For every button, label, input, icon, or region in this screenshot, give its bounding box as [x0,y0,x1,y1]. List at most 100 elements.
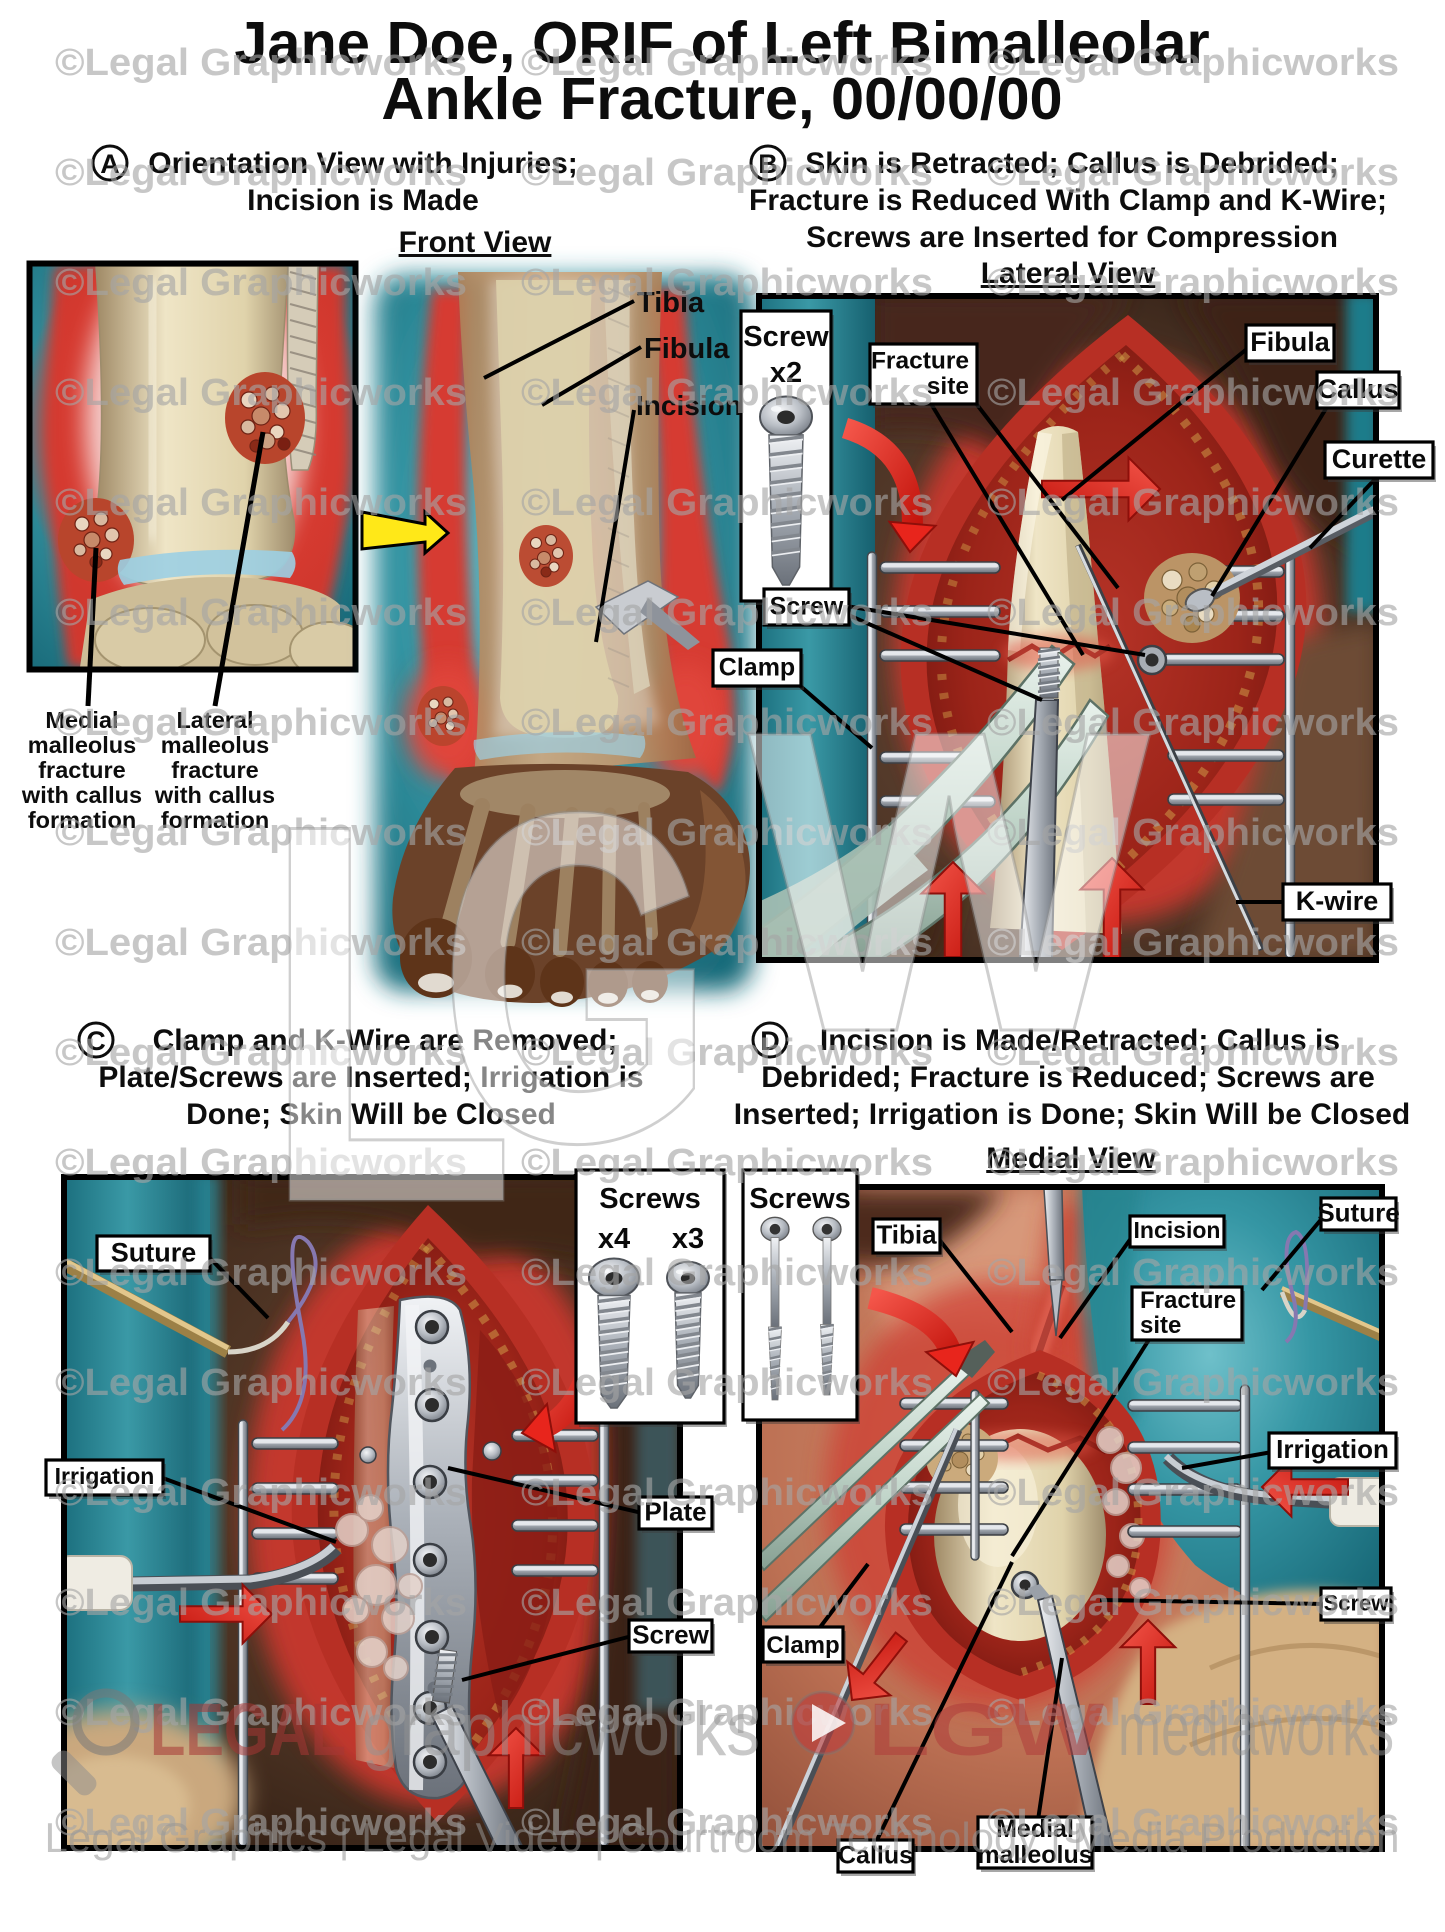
svg-text:©Legal Graphicworks: ©Legal Graphicworks [55,592,467,634]
svg-text:Screws are Inserted for Compre: Screws are Inserted for Compression [806,221,1338,254]
svg-text:©Legal Graphicworks: ©Legal Graphicworks [55,1142,467,1184]
svg-text:©Legal Graphicworks: ©Legal Graphicworks [55,262,467,304]
svg-text:©Legal Graphicworks: ©Legal Graphicworks [987,372,1399,414]
svg-text:©Legal Graphicworks: ©Legal Graphicworks [55,1802,467,1844]
svg-text:©Legal Graphicworks: ©Legal Graphicworks [987,1032,1399,1074]
svg-text:malleolus: malleolus [161,732,269,758]
svg-text:Inserted; Irrigation is Done;: Inserted; Irrigation is Done; Skin Will … [734,1098,1411,1131]
svg-text:©Legal Graphicworks: ©Legal Graphicworks [987,1252,1399,1294]
svg-text:Orientation View with Injuries: Orientation View with Injuries; [148,147,578,180]
svg-text:LGW: LGW [868,1688,1104,1771]
svg-text:©Legal Graphicworks: ©Legal Graphicworks [521,592,933,634]
svg-text:LEGAL: LEGAL [150,1688,346,1771]
svg-text:Screw: Screw [1324,1590,1390,1615]
svg-text:Medial: Medial [45,707,118,733]
svg-text:©Legal Graphicworks: ©Legal Graphicworks [987,812,1399,854]
svg-text:Plate/Screws are Inserted; Irr: Plate/Screws are Inserted; Irrigation is [98,1061,643,1094]
svg-text:Suture: Suture [1317,1198,1399,1228]
svg-text:W: W [748,642,1154,1122]
svg-text:L: L [262,712,516,1315]
svg-text:Incision: Incision [636,390,742,421]
svg-text:Front View: Front View [399,226,552,259]
svg-text:Tibia: Tibia [876,1220,937,1250]
svg-text:©Legal Graphicworks: ©Legal Graphicworks [521,1692,933,1734]
svg-text:Lateral: Lateral [176,707,253,733]
svg-text:©Legal Graphicworks: ©Legal Graphicworks [55,812,467,854]
svg-text:Incision: Incision [1134,1217,1221,1243]
svg-text:Incision is Made: Incision is Made [247,184,479,217]
svg-text:©Legal Graphicworks: ©Legal Graphicworks [987,482,1399,524]
svg-text:with callus: with callus [154,782,275,808]
svg-text:Screw: Screw [743,321,829,353]
svg-text:©Legal Graphicworks: ©Legal Graphicworks [987,1472,1399,1514]
svg-text:Lateral View: Lateral View [981,257,1156,290]
svg-text:D: D [760,1026,780,1056]
svg-text:Fracture: Fracture [1140,1287,1236,1314]
svg-text:site: site [1140,1312,1181,1339]
svg-text:©Legal Graphicworks: ©Legal Graphicworks [521,1362,933,1404]
svg-text:Fibula: Fibula [644,333,730,365]
svg-text:©Legal Graphicworks: ©Legal Graphicworks [55,372,467,414]
svg-text:site: site [927,373,969,400]
svg-text:©Legal Graphicworks: ©Legal Graphicworks [987,922,1399,964]
svg-text:Medial View: Medial View [986,1142,1156,1175]
svg-text:©Legal Graphicworks: ©Legal Graphicworks [55,1362,467,1404]
svg-text:©Legal Graphicworks: ©Legal Graphicworks [987,42,1399,84]
svg-text:©Legal Graphicworks: ©Legal Graphicworks [521,812,933,854]
svg-text:©Legal Graphicworks: ©Legal Graphicworks [521,482,933,524]
svg-text:©Legal Graphicworks: ©Legal Graphicworks [521,1252,933,1294]
svg-text:Legal Graphics | Legal Video |: Legal Graphics | Legal Video | Courtroom… [45,1814,1400,1861]
svg-text:©Legal Graphicworks: ©Legal Graphicworks [521,702,933,744]
svg-text:Clamp: Clamp [766,1632,839,1659]
svg-text:©Legal Graphicworks: ©Legal Graphicworks [55,482,467,524]
svg-text:©Legal Graphicworks: ©Legal Graphicworks [521,1472,933,1514]
svg-text:©Legal Graphicworks: ©Legal Graphicworks [55,922,467,964]
svg-text:Irrigation: Irrigation [1276,1434,1389,1464]
svg-text:©Legal Graphicworks: ©Legal Graphicworks [987,1692,1399,1734]
svg-text:©Legal Graphicworks: ©Legal Graphicworks [521,372,933,414]
svg-text:Medial: Medial [996,1815,1074,1843]
svg-text:©Legal Graphicworks: ©Legal Graphicworks [521,1032,933,1074]
svg-text:©Legal Graphicworks: ©Legal Graphicworks [987,262,1399,304]
svg-text:Callus: Callus [838,1841,913,1869]
svg-text:©Legal Graphicworks: ©Legal Graphicworks [987,1582,1399,1624]
svg-text:Suture: Suture [111,1237,197,1267]
svg-text:malleolus: malleolus [977,1841,1092,1869]
svg-text:x4: x4 [598,1223,630,1255]
svg-text:x2: x2 [770,357,802,389]
svg-text:B: B [758,149,778,179]
svg-text:Callus: Callus [1317,374,1398,404]
svg-text:with callus: with callus [21,782,142,808]
svg-text:©Legal Graphicworks: ©Legal Graphicworks [987,702,1399,744]
svg-text:Fibula: Fibula [1250,327,1330,357]
svg-text:K-wire: K-wire [1296,886,1379,916]
svg-text:mediaworks: mediaworks [1118,1687,1394,1772]
svg-text:Irrigation: Irrigation [55,1463,155,1489]
svg-text:©Legal Graphicworks: ©Legal Graphicworks [521,922,933,964]
svg-text:Done; Skin Will be Closed: Done; Skin Will be Closed [186,1098,556,1131]
svg-text:©Legal Graphicworks: ©Legal Graphicworks [987,152,1399,194]
svg-text:©Legal Graphicworks: ©Legal Graphicworks [521,1582,933,1624]
svg-text:Fracture is Reduced With Clamp: Fracture is Reduced With Clamp and K-Wir… [749,184,1387,217]
svg-text:x3: x3 [672,1223,704,1255]
svg-text:fracture: fracture [171,757,259,783]
svg-text:formation: formation [28,807,136,833]
svg-text:fracture: fracture [38,757,126,783]
svg-text:A: A [100,149,120,179]
svg-text:©Legal Graphicworks: ©Legal Graphicworks [987,1802,1399,1844]
svg-text:©Legal Graphicworks: ©Legal Graphicworks [987,1142,1399,1184]
svg-text:Clamp: Clamp [719,653,795,681]
svg-text:Skin is Retracted; Callus is D: Skin is Retracted; Callus is Debrided; [805,147,1338,180]
svg-text:Screws: Screws [749,1183,851,1215]
svg-text:Clamp and K-Wire are Removed;: Clamp and K-Wire are Removed; [153,1024,618,1057]
svg-text:©Legal Graphicworks: ©Legal Graphicworks [55,42,467,84]
svg-text:Plate: Plate [644,1497,706,1527]
svg-text:Screws: Screws [599,1183,701,1215]
svg-text:©Legal Graphicworks: ©Legal Graphicworks [521,262,933,304]
svg-text:G: G [438,715,716,1240]
svg-text:formation: formation [161,807,269,833]
svg-text:©Legal Graphicworks: ©Legal Graphicworks [987,592,1399,634]
svg-text:©Legal Graphicworks: ©Legal Graphicworks [55,1252,467,1294]
svg-text:Tibia: Tibia [637,287,705,319]
svg-text:©Legal Graphicworks: ©Legal Graphicworks [987,1362,1399,1404]
